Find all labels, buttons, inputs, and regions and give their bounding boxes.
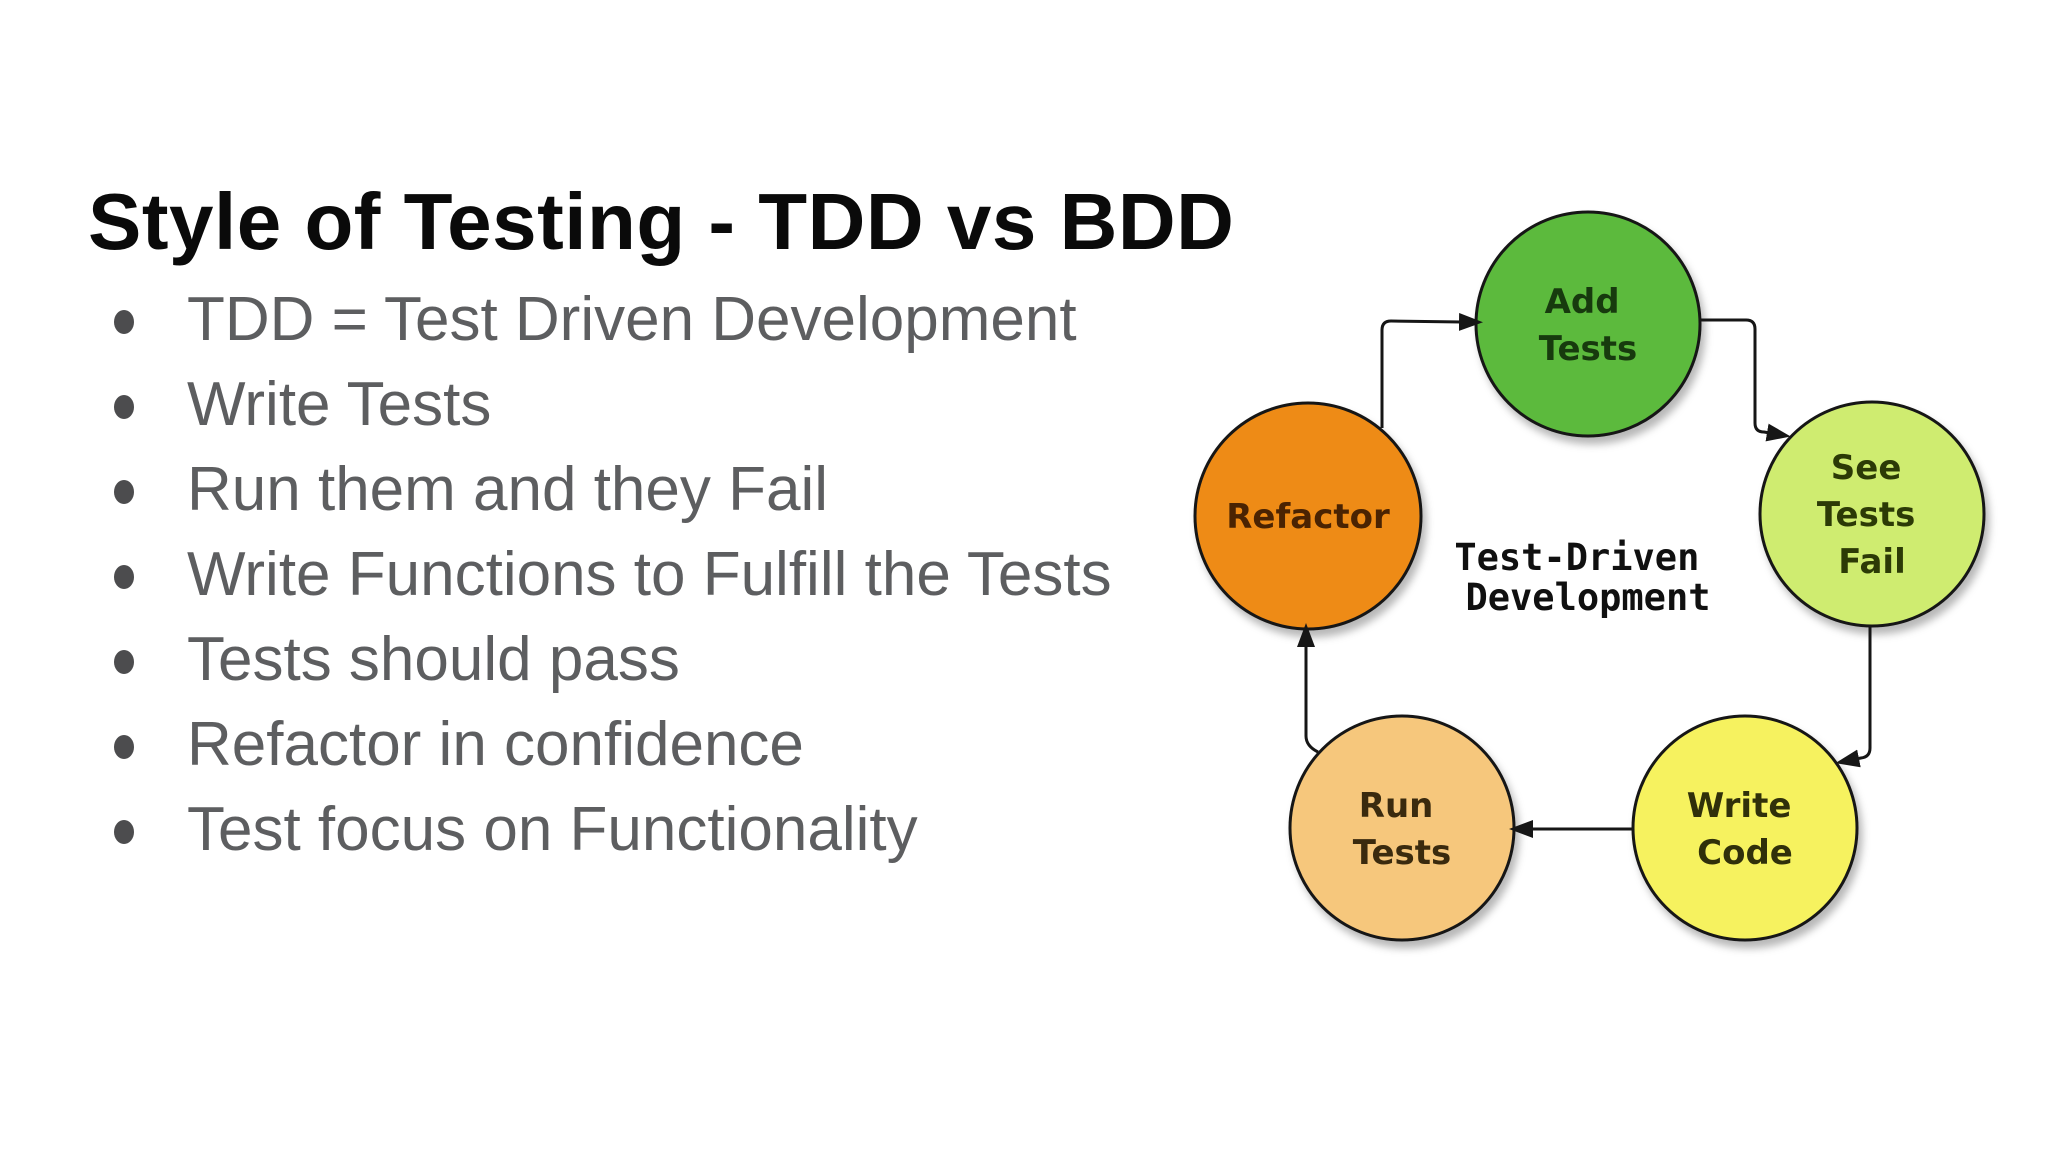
- bullet-icon: [114, 394, 134, 419]
- page-title: Style of Testing - TDD vs BDD: [88, 176, 1235, 266]
- node-label-add-tests: Add Tests: [1539, 282, 1637, 369]
- bullet-icon: [114, 819, 134, 844]
- bullet-text: TDD = Test Driven Development: [187, 285, 1077, 354]
- center-label-line: Test-Driven: [1454, 536, 1699, 579]
- arrow-run-tests-to-refactor: [1297, 623, 1319, 754]
- diagram-center-label: Test-Driven Development: [1454, 536, 1721, 619]
- node-label-line: Add: [1545, 282, 1620, 322]
- node-label-line: Write: [1687, 786, 1792, 826]
- node-add-tests: [1474, 210, 1702, 438]
- node-label-see-tests-fail: See Tests Fail: [1817, 448, 1927, 582]
- list-item: Write Tests: [114, 362, 1112, 447]
- node-run-tests: [1288, 714, 1516, 942]
- bullet-text: Write Tests: [187, 370, 492, 439]
- node-write-code: [1631, 714, 1859, 942]
- bullet-icon: [114, 734, 134, 759]
- list-item: Tests should pass: [114, 617, 1112, 702]
- node-see-tests-fail: [1758, 400, 1986, 628]
- node-label-line: Tests: [1817, 495, 1915, 535]
- bullet-text: Run them and they Fail: [187, 455, 829, 524]
- node-label-line: Fail: [1838, 542, 1906, 582]
- node-label-line: Refactor: [1226, 497, 1390, 537]
- node-label-refactor: Refactor: [1226, 497, 1390, 537]
- bullet-icon: [114, 309, 134, 334]
- arrow-refactor-to-add-tests: [1380, 312, 1483, 428]
- cycle-arrows: [1297, 312, 1872, 838]
- node-label-line: See: [1831, 448, 1902, 488]
- bullet-list: TDD = Test Driven Development Write Test…: [0, 277, 1112, 872]
- list-item: TDD = Test Driven Development: [114, 277, 1112, 362]
- arrow-add-tests-to-see-tests-fail: [1700, 318, 1791, 442]
- bullet-icon: [114, 649, 134, 674]
- list-item: Run them and they Fail: [114, 447, 1112, 532]
- list-item: Refactor in confidence: [114, 702, 1112, 787]
- node-label-line: Run: [1359, 786, 1434, 826]
- arrow-see-tests-fail-to-write-code: [1835, 626, 1872, 768]
- node-label-line: Code: [1697, 833, 1793, 873]
- cycle-nodes: [1193, 210, 1986, 942]
- node-label-line: Tests: [1539, 329, 1637, 369]
- list-item: Test focus on Functionality: [114, 787, 1112, 872]
- bullet-text: Test focus on Functionality: [187, 795, 918, 864]
- node-label-write-code: Write Code: [1687, 786, 1803, 873]
- center-label-line: Development: [1465, 576, 1710, 619]
- bullet-text: Refactor in confidence: [187, 710, 804, 779]
- list-item: Write Functions to Fulfill the Tests: [114, 532, 1112, 617]
- node-label-run-tests: Run Tests: [1353, 786, 1451, 873]
- bullet-icon: [114, 479, 134, 504]
- tdd-cycle-diagram: Add Tests See Tests Fail Write Code Run …: [1193, 210, 1986, 942]
- bullet-text: Tests should pass: [187, 625, 680, 694]
- bullet-text: Write Functions to Fulfill the Tests: [187, 540, 1112, 609]
- bullet-icon: [114, 564, 134, 589]
- node-label-line: Tests: [1353, 833, 1451, 873]
- cycle-node-labels: Add Tests See Tests Fail Write Code Run …: [1226, 282, 1927, 873]
